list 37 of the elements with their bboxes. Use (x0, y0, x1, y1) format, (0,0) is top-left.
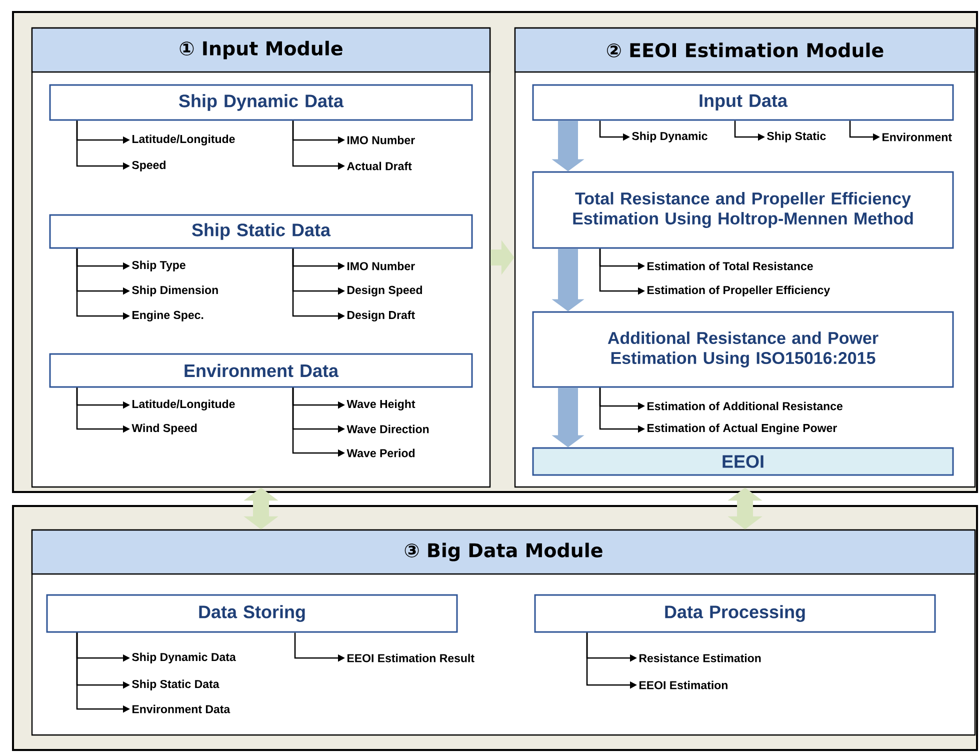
item-label: Environment (882, 132, 952, 142)
data-box: Additional Resistance and Power Estimation Using ISO15016:2015 (532, 311, 954, 388)
data-box: Environment Data (49, 353, 473, 388)
data-box: Data Processing (534, 594, 936, 633)
item-label: Design Speed (347, 286, 422, 296)
item-label: Wave Direction (346, 424, 429, 434)
item-label: Environment Data (132, 704, 230, 714)
item-label: Wind Speed (132, 424, 197, 434)
item-label: Actual Draft (347, 162, 412, 170)
item-label: Estimation of Actual Engine Power (647, 424, 837, 434)
item-label: Estimation of Propeller Efficiency (647, 286, 830, 296)
data-box: Data Storing (46, 594, 458, 633)
item-label: Design Draft (347, 310, 415, 322)
item-label: Ship Dynamic (632, 132, 708, 142)
item-label: Ship Static (767, 132, 826, 142)
item-label: Ship Dynamic Data (132, 652, 236, 664)
item-label: Wave Height (346, 400, 416, 410)
item-label: IMO Number (347, 262, 415, 270)
item-label: EEOI Estimation Result (347, 654, 474, 662)
item-label: Ship Static Data (132, 680, 220, 690)
item-label: Ship Dimension (132, 286, 218, 296)
data-box: EEOI (532, 447, 954, 476)
item-label: Ship Type (132, 260, 186, 272)
data-box: Ship Dynamic Data (49, 84, 473, 121)
item-label: Speed (132, 160, 166, 172)
data-box: Input Data (532, 84, 954, 121)
item-label: Estimation of Additional Resistance (647, 402, 842, 410)
item-label: Resistance Estimation (639, 654, 761, 662)
item-label: IMO Number (347, 136, 415, 144)
data-box: Ship Static Data (49, 214, 473, 249)
item-label: Latitude/Longitude (132, 400, 235, 410)
item-label: Latitude/Longitude (132, 134, 235, 146)
data-box: Total Resistance and Propeller Efficiency Estimation Using Holtrop-Mennen Method (532, 171, 954, 249)
item-label: Wave Period (346, 448, 415, 458)
item-label: EEOI Estimation (639, 680, 728, 690)
item-label: Engine Spec. (132, 310, 204, 322)
item-label: Estimation of Total Resistance (647, 262, 813, 270)
